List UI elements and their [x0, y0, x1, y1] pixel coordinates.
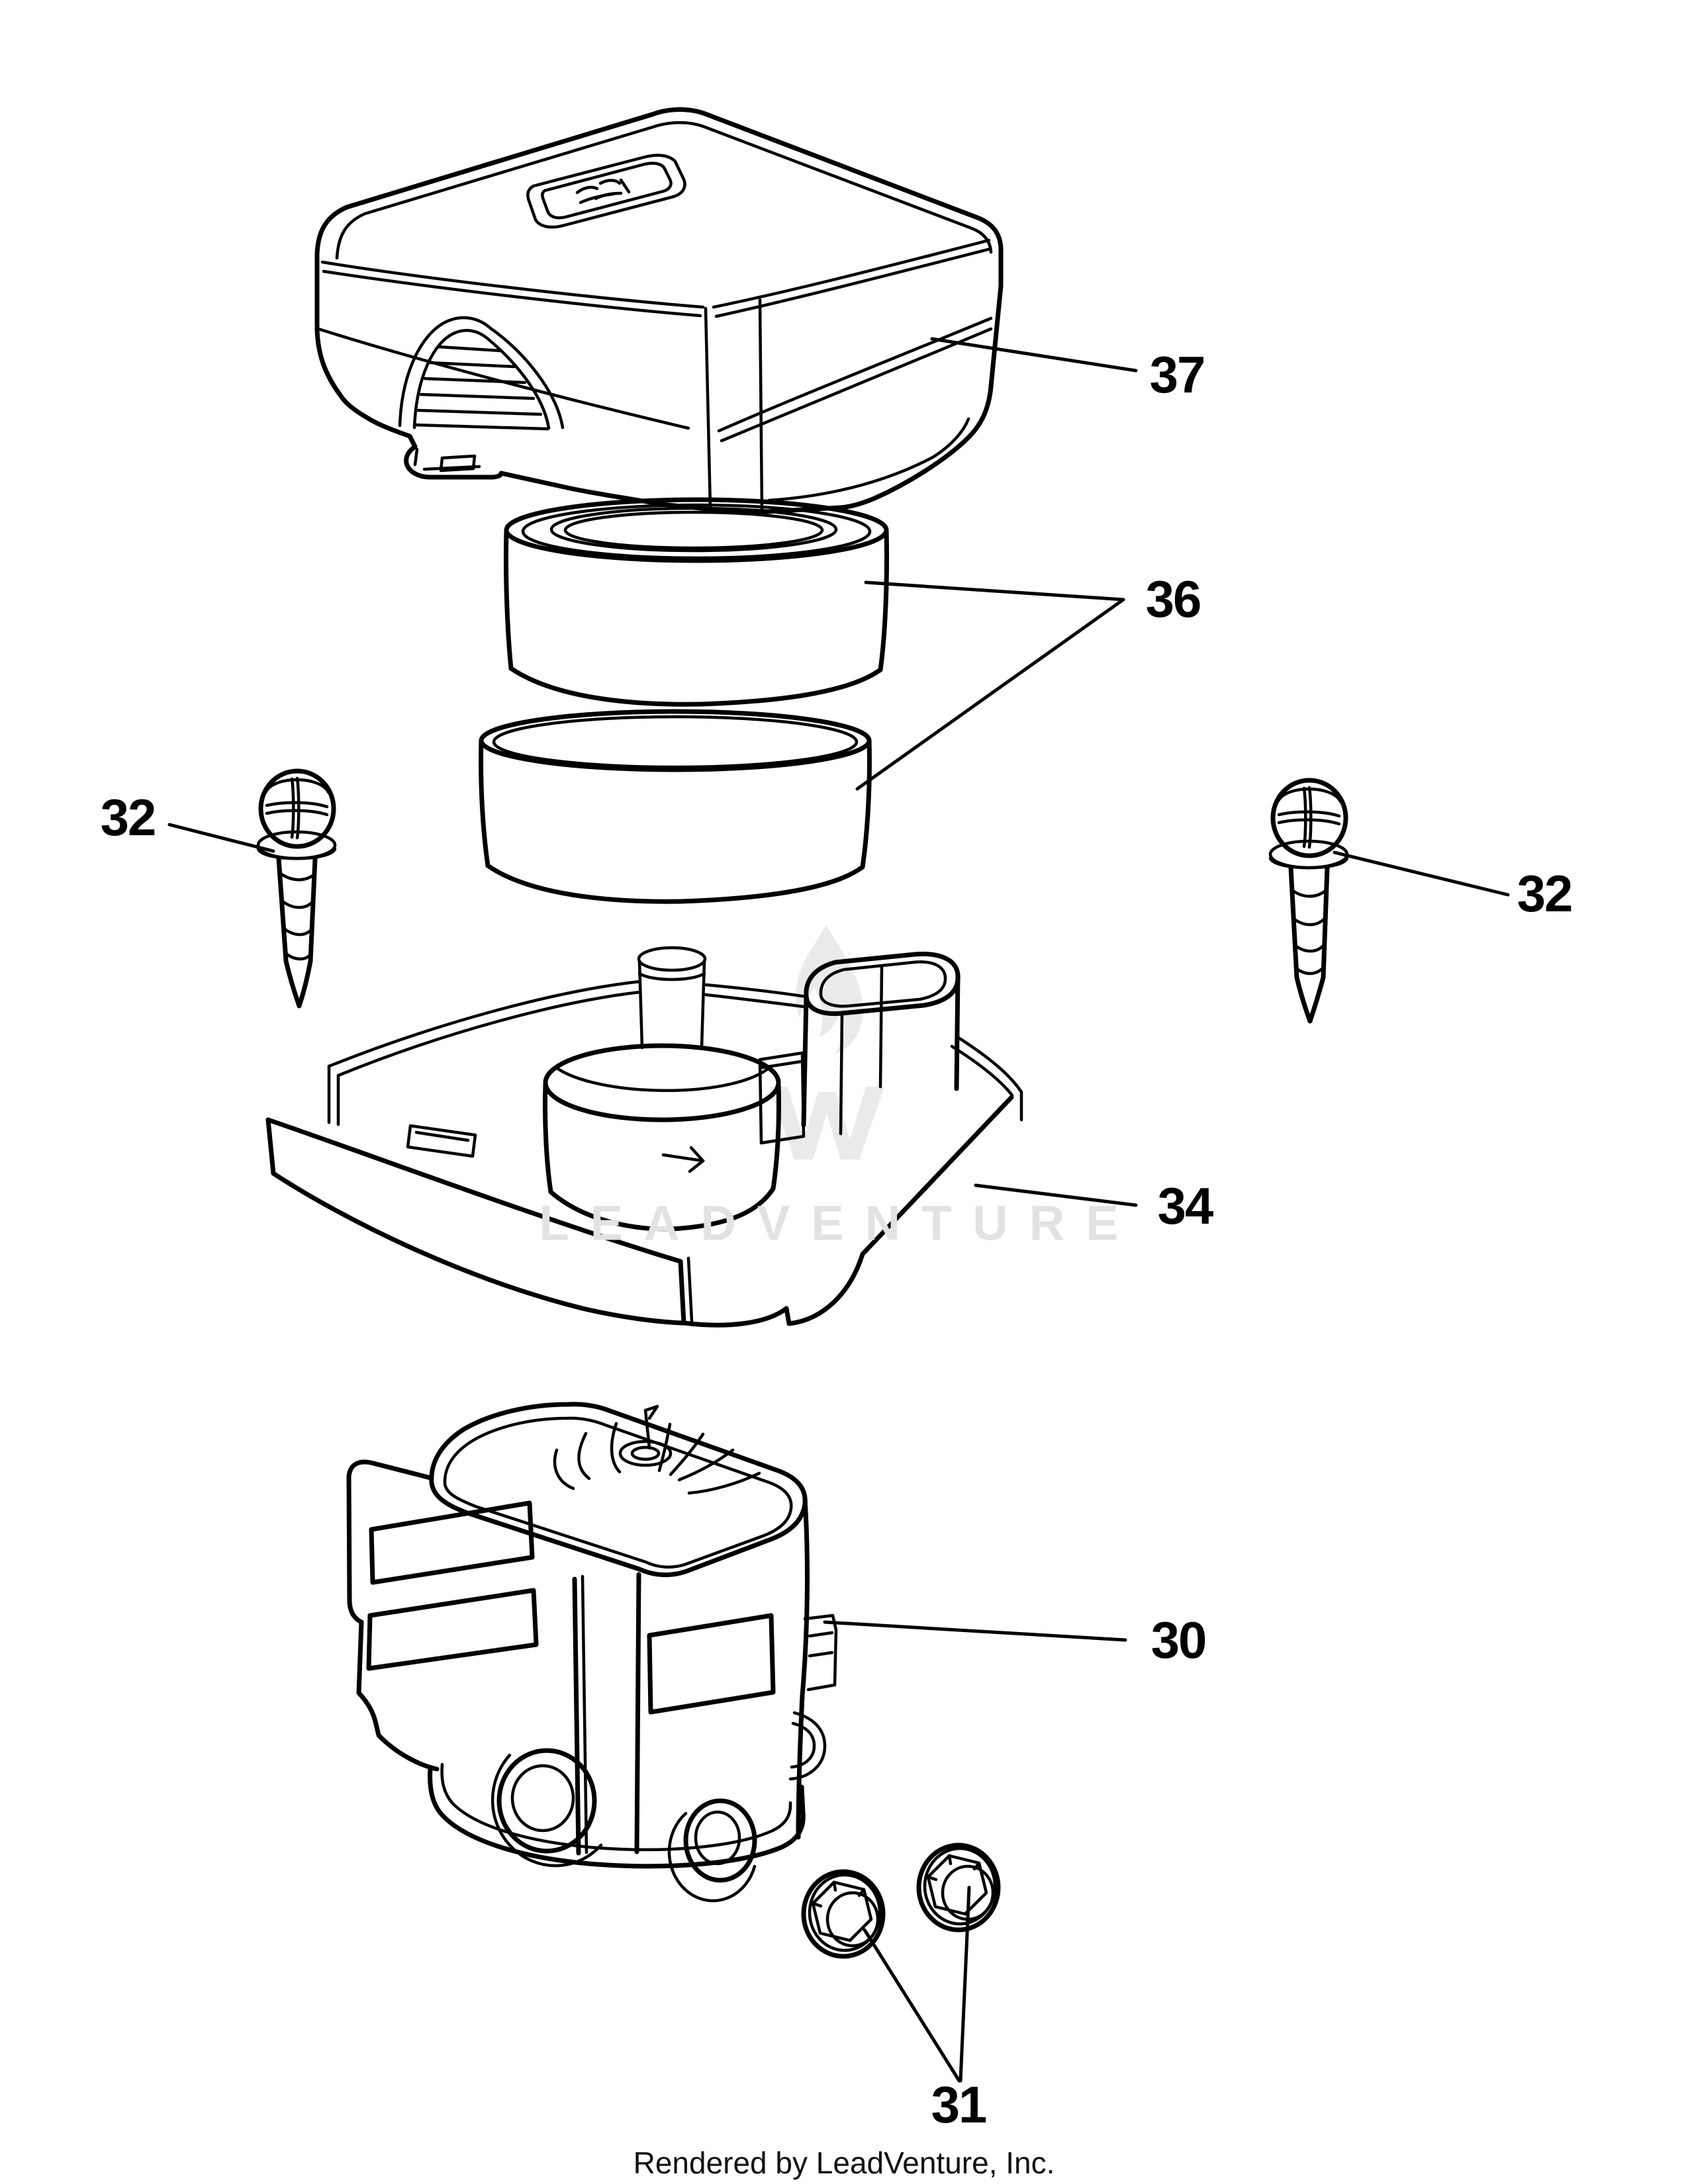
mounting-screw-right-drawing — [1268, 778, 1349, 1024]
mounting-screw-left-drawing — [256, 768, 337, 1009]
leadventure-watermark: LEADVENTURE — [539, 1195, 1140, 1251]
flange-bolt-left-drawing — [801, 1869, 886, 1959]
flange-bolt-right-drawing — [916, 1843, 1001, 1933]
callout-30-housing[interactable]: 30 — [1150, 1611, 1207, 1669]
base-center-boss — [542, 946, 782, 1232]
cover-louver-vent — [398, 316, 565, 431]
cover-tab — [413, 447, 481, 473]
leader-lines — [167, 337, 1510, 2083]
callout-36-filters[interactable]: 36 — [1145, 570, 1202, 628]
callout-31-bolts[interactable]: 31 — [931, 2075, 988, 2134]
base-intake-duct — [758, 952, 961, 1145]
air-cleaner-base-drawing — [265, 946, 1023, 1328]
filter-elements-drawing — [479, 497, 890, 904]
callout-32-screw-left[interactable]: 32 — [100, 788, 157, 846]
blower-housing-drawing — [346, 1402, 838, 1903]
air-cleaner-cover-drawing — [314, 107, 1004, 514]
housing-ports — [491, 1748, 757, 1903]
cover-logo-plate — [526, 154, 686, 229]
watermark-flame-icon — [769, 925, 884, 1160]
callout-32-screw-right[interactable]: 32 — [1517, 864, 1573, 923]
footer-credit: Rendered by LeadVenture, Inc. — [633, 2146, 1055, 2180]
callout-37-cover[interactable]: 37 — [1149, 345, 1206, 404]
impeller-blades — [553, 1404, 761, 1495]
callout-34-base[interactable]: 34 — [1157, 1177, 1214, 1235]
